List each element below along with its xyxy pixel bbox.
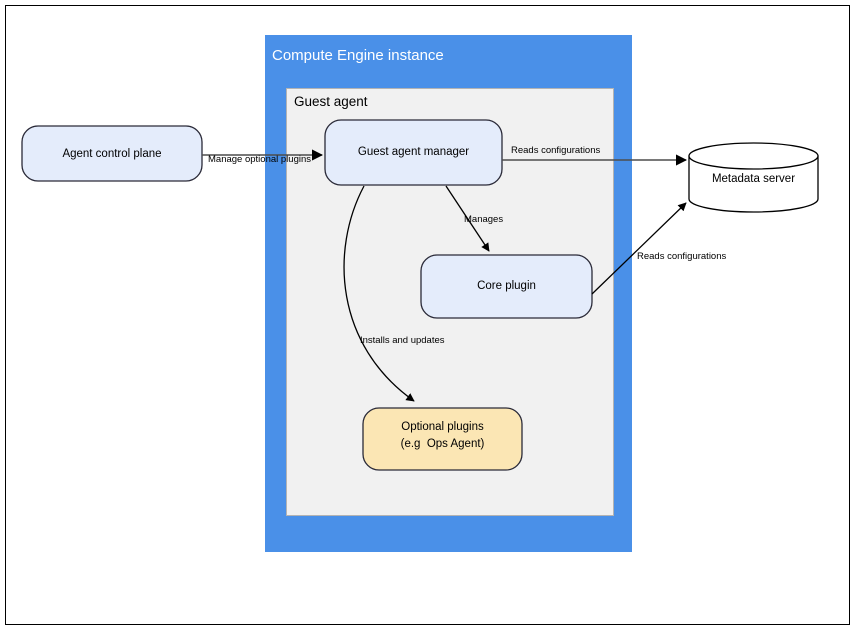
edge-manages bbox=[445, 185, 490, 252]
node-optional-plugins[interactable] bbox=[362, 407, 523, 471]
node-metadata-server[interactable] bbox=[688, 142, 819, 213]
guest-agent-label: Guest agent bbox=[294, 94, 368, 109]
edge-installs-and-updates bbox=[343, 185, 415, 402]
compute-engine-instance-label: Compute Engine instance bbox=[272, 47, 444, 64]
edge-label-reads-configurations-manager: Reads configurations bbox=[511, 145, 601, 156]
node-guest-agent-manager[interactable] bbox=[324, 119, 503, 186]
edge-label-manage-optional-plugins: Manage optional plugins bbox=[208, 154, 311, 165]
edge-label-installs-and-updates: Installs and updates bbox=[360, 335, 445, 346]
canvas-border bbox=[5, 5, 850, 625]
node-core-plugin[interactable] bbox=[420, 254, 593, 319]
edge-reads-configurations-core-plugin bbox=[591, 202, 687, 295]
edge-label-reads-configurations-core-plugin: Reads configurations bbox=[637, 251, 727, 262]
edge-label-manages: Manages bbox=[464, 214, 504, 225]
node-agent-control-plane[interactable] bbox=[21, 125, 203, 182]
